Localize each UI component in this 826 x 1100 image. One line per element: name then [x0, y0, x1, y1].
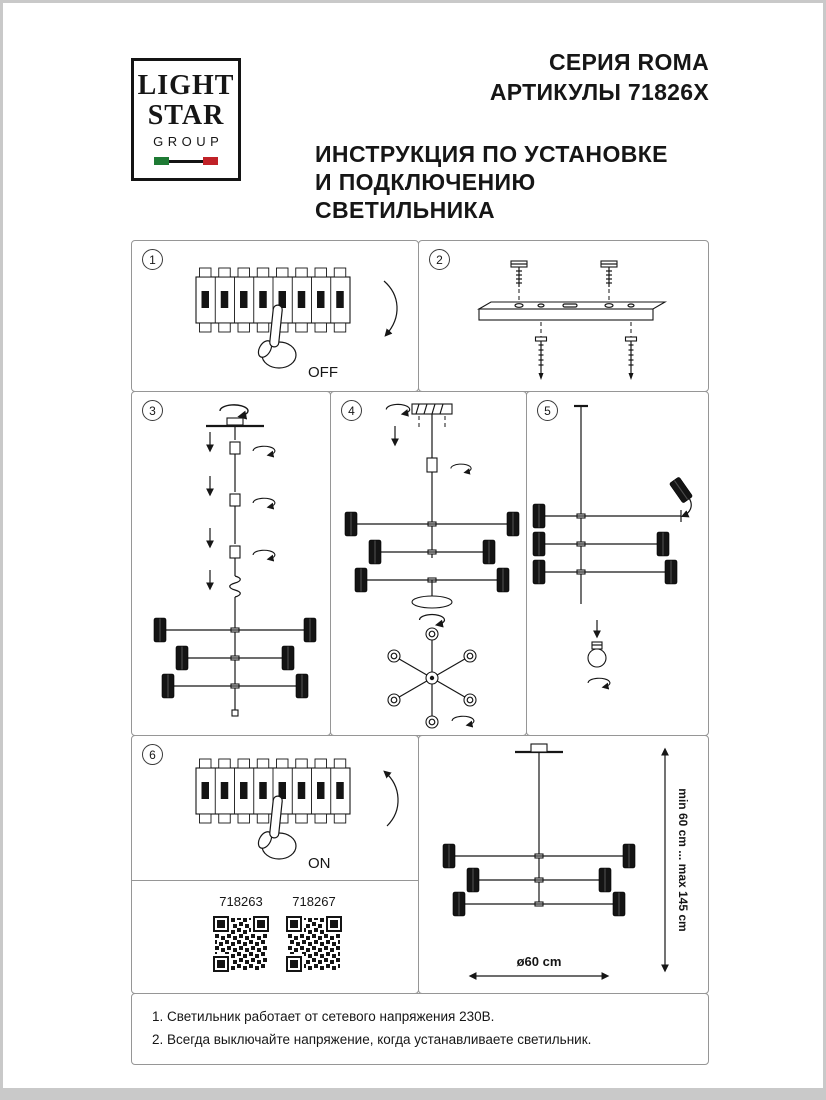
panel-step-3: 3	[131, 391, 331, 736]
rod-coupler	[229, 441, 241, 455]
panel-step-4: 4	[330, 391, 527, 736]
rod-coupler	[229, 545, 241, 559]
panel-dimensions: min 60 cm ... max 145 cm ø60 cm	[418, 735, 709, 994]
instruction-title-line2: И ПОДКЛЮЧЕНИЮ СВЕТИЛЬНИКА	[315, 169, 536, 223]
lamp-shade-icon	[175, 645, 189, 671]
lamp-shade-icon	[368, 539, 382, 565]
header-title-block: СЕРИЯ ROMA АРТИКУЛЫ 71826X ИНСТРУКЦИЯ ПО…	[315, 47, 709, 224]
rotation-arrow-icon	[588, 678, 610, 687]
switch-off-arrow-icon	[383, 280, 398, 337]
lamp-shade-icon	[656, 531, 670, 557]
product-code: 718263	[219, 894, 263, 909]
lamp-shade-icon	[664, 559, 678, 585]
note-line-1: 1. Светильник работает от сетевого напря…	[152, 1009, 495, 1024]
step-number-badge: 6	[142, 744, 163, 765]
rod-coupler	[229, 493, 241, 507]
step-number-badge: 1	[142, 249, 163, 270]
lamp-shade-icon	[482, 539, 496, 565]
lamp-shade-icon	[532, 503, 546, 529]
lamp-shade-icon	[452, 891, 466, 917]
qr-code	[286, 916, 342, 972]
panel-step-2: 2	[418, 240, 709, 392]
ceiling-bracket	[476, 301, 668, 321]
height-dimension-label: min 60 cm ... max 145 cm	[676, 788, 690, 931]
insert-arrow-icon	[680, 497, 692, 518]
switch-on-arrow-icon	[383, 770, 399, 827]
chandelier-frame	[344, 511, 520, 609]
chandelier-frame	[442, 743, 636, 917]
product-code-block: 718267	[278, 894, 350, 972]
series-title: СЕРИЯ ROMA	[548, 49, 709, 75]
off-label: OFF	[308, 364, 338, 381]
anchor-screw-icon	[624, 322, 638, 380]
logo-text-light: LIGHT	[137, 70, 235, 101]
lamp-shade-icon	[598, 867, 612, 893]
thread-coil-icon	[229, 575, 241, 598]
lamp-shade-icon	[532, 531, 546, 557]
lamp-shade-icon	[153, 617, 167, 643]
panel-step-1: 1 OFF	[131, 240, 419, 392]
mounting-screw-icon	[600, 260, 618, 305]
panel-step-5: 5	[526, 391, 709, 736]
rod-assembly-drawing	[153, 398, 317, 717]
logo-flag-icon	[134, 157, 238, 165]
step-number-badge: 2	[429, 249, 450, 270]
lamp-shade-icon	[612, 891, 626, 917]
panel-divider	[132, 880, 418, 881]
rod-coupler	[426, 457, 438, 473]
chandelier-top-view	[387, 627, 477, 729]
lamp-shade-icon	[161, 673, 175, 699]
mounting-plate-drawing	[476, 260, 668, 380]
shade-installation-drawing	[532, 404, 694, 732]
rotation-arrow-icon	[253, 498, 275, 507]
chandelier-mounting-drawing	[344, 403, 520, 729]
height-dimension: min 60 cm ... max 145 cm	[661, 747, 690, 973]
chandelier-frame	[153, 597, 317, 717]
anchor-screw-icon	[534, 322, 548, 380]
rotation-arrow-icon	[253, 446, 275, 455]
lightstar-logo: LIGHT STAR GROUP	[131, 58, 241, 181]
flag-black-line	[169, 159, 203, 163]
lamp-shade-icon	[496, 567, 510, 593]
rotation-arrow-icon	[420, 615, 445, 625]
lamp-shade-icon	[466, 867, 480, 893]
notes-panel: 1. Светильник работает от сетевого напря…	[131, 993, 709, 1065]
step-number-badge: 5	[537, 400, 558, 421]
note-line-2: 2. Всегда выключайте напряжение, когда у…	[152, 1031, 592, 1047]
on-label: ON	[308, 855, 331, 872]
product-code: 718267	[292, 894, 336, 909]
lamp-shade-icon	[354, 567, 368, 593]
lamp-shade-icon	[281, 645, 295, 671]
logo-text-group: GROUP	[153, 134, 224, 149]
rotation-arrow-icon	[451, 464, 471, 472]
rotation-arrow-icon	[386, 404, 409, 414]
diameter-dimension: ø60 cm	[468, 954, 610, 980]
step-number-badge: 3	[142, 400, 163, 421]
rotation-arrow-icon	[452, 716, 474, 725]
instruction-title-line1: ИНСТРУКЦИЯ ПО УСТАНОВКЕ	[315, 141, 668, 167]
mounting-screw-icon	[510, 260, 528, 305]
lamp-shade-icon	[532, 559, 546, 585]
lamp-shade-icon	[295, 673, 309, 699]
breaker-off-drawing: OFF	[195, 267, 398, 381]
flag-green-block	[154, 157, 169, 165]
flag-red-block	[203, 157, 218, 165]
rotation-arrow-icon	[220, 405, 248, 416]
rotation-arrow-icon	[253, 550, 275, 559]
chandelier-dimensions-drawing: min 60 cm ... max 145 cm ø60 cm	[442, 743, 690, 980]
lamp-shade-icon	[303, 617, 317, 643]
lamp-shade-icon	[344, 511, 358, 537]
lamp-shade-icon	[506, 511, 520, 537]
product-code-block: 718263	[205, 894, 277, 972]
light-bulb-icon	[587, 641, 607, 668]
lamp-shade-icon	[442, 843, 456, 869]
lamp-shade-icon	[622, 843, 636, 869]
articles-title: АРТИКУЛЫ 71826X	[489, 79, 709, 105]
qr-code	[213, 916, 269, 972]
breaker-on-drawing: ON	[195, 758, 399, 872]
step-number-badge: 4	[341, 400, 362, 421]
panel-step-6: 6 ON 718263 718267	[131, 735, 419, 994]
diameter-dimension-label: ø60 cm	[517, 954, 562, 969]
logo-text-star: STAR	[147, 100, 225, 131]
